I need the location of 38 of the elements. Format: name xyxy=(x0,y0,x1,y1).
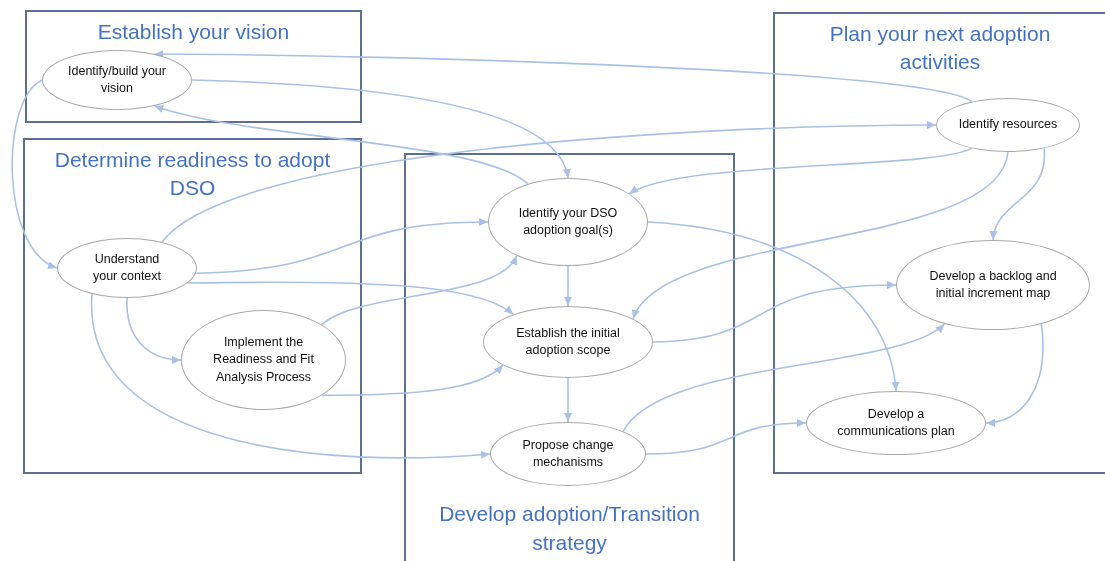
arrow xyxy=(564,377,572,423)
arrow xyxy=(985,323,1044,427)
group-title: Determine readiness to adopt DSO xyxy=(53,147,332,202)
arrow xyxy=(153,50,973,103)
process-ellipse: Understand your context xyxy=(57,238,197,298)
group-frame xyxy=(25,10,362,123)
arrow xyxy=(161,121,937,243)
process-ellipse: Identify resources xyxy=(936,98,1080,152)
arrow xyxy=(622,323,946,433)
arrow xyxy=(186,281,515,316)
arrow xyxy=(11,79,58,269)
process-ellipse: Identify/build your vision xyxy=(42,50,192,110)
arrow xyxy=(564,265,572,307)
arrow xyxy=(990,147,1046,241)
arrow xyxy=(652,281,897,343)
arrow xyxy=(645,419,807,455)
process-ellipse: Implement the Readiness and Fit Analysis Process xyxy=(181,310,346,410)
arrow xyxy=(647,221,899,392)
arrow xyxy=(153,104,529,185)
process-ellipse: Develop a communications plan xyxy=(806,391,986,455)
group-frame xyxy=(23,138,362,474)
arrow xyxy=(321,254,518,326)
process-ellipse: Develop a backlog and initial increment map xyxy=(896,240,1090,330)
arrow xyxy=(321,364,504,397)
group-title: Establish your vision xyxy=(97,19,290,45)
arrow xyxy=(628,147,973,195)
arrow xyxy=(126,297,182,364)
arrow xyxy=(195,218,489,274)
group-title: Develop adoption/Transition strategy xyxy=(438,501,701,556)
arrow xyxy=(91,293,491,459)
process-ellipse: Establish the initial adoption scope xyxy=(483,306,653,378)
arrow xyxy=(632,151,1009,320)
group-title: Plan your next adoption activities xyxy=(828,21,1052,76)
arrow xyxy=(191,79,570,179)
process-ellipse: Propose change mechanisms xyxy=(490,422,646,486)
group-frame xyxy=(404,153,735,561)
group-frame xyxy=(773,12,1105,474)
process-ellipse: Identify your DSO adoption goal(s) xyxy=(488,178,648,266)
